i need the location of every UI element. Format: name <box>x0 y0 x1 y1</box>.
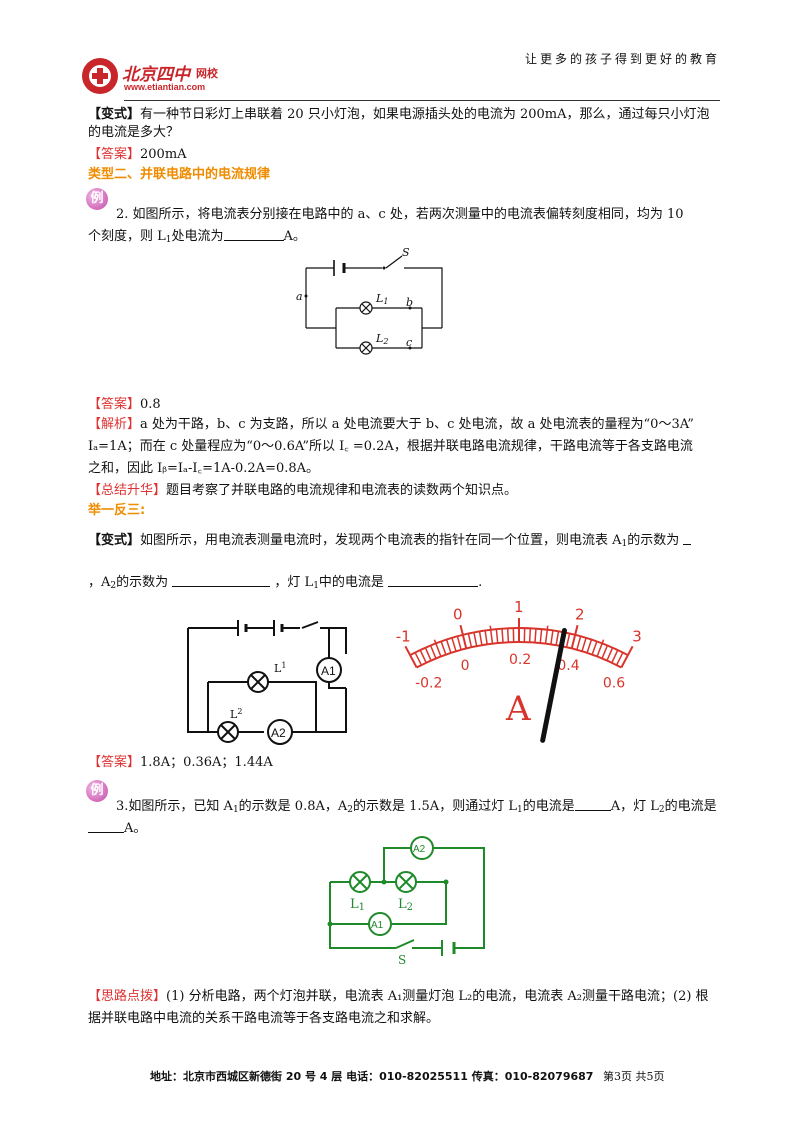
logo-tag: 网校 <box>196 67 218 80</box>
label-a: a <box>296 290 303 303</box>
label-l2: L2 <box>398 897 413 913</box>
dial-tick <box>528 628 532 643</box>
label-b: b <box>406 296 413 309</box>
footer: 地址：北京市西城区新德街 20 号 4 层 电话：010-82025511 传真… <box>150 1068 664 1084</box>
dial-tick <box>414 652 423 666</box>
dial-bottom-label: 0.6 <box>603 675 625 691</box>
practice-title: 举一反三: <box>88 503 146 518</box>
dial-tick <box>601 645 609 659</box>
dial-top-label: 3 <box>632 627 642 645</box>
dial-tick <box>576 636 582 651</box>
label-a2: A2 <box>271 726 286 740</box>
dial-tick <box>544 625 549 644</box>
header: 北京四中 网校 www.etiantian.com 让更多的孩子得到更好的教育 <box>80 44 720 104</box>
section-title: 类型二、并联电路中的电流规律 <box>88 167 271 182</box>
label-c: c <box>406 336 412 349</box>
variant1-question: 【变式】有一种节日彩灯上串联着 20 只小灯泡，如果电源插头处的电流为 200m… <box>88 107 710 122</box>
logo-url: www.etiantian.com <box>124 82 206 92</box>
label-l2: L2 <box>375 332 388 346</box>
logo-text: 北京四中 <box>122 65 190 85</box>
footer-address: 地址：北京市西城区新德街 20 号 4 层 电话：010-82025511 传真… <box>150 1070 594 1083</box>
variant2-answer: 【答案】1.8A；0.36A；1.44A <box>88 755 273 770</box>
dial-bottom-label: 0.2 <box>509 652 531 668</box>
dial-tick <box>484 630 488 645</box>
variant2-line2: ，A2的示数为 ，灯 L1中的电流是 . <box>88 575 483 591</box>
dial-tick <box>581 637 587 652</box>
example-badge-icon: 例 <box>86 780 108 802</box>
dial-tick <box>445 639 452 654</box>
header-slogan: 让更多的孩子得到更好的教育 <box>524 52 720 66</box>
label-a1: A1 <box>371 920 384 931</box>
dial-tick <box>539 629 543 644</box>
logo-icon <box>82 58 118 94</box>
dial-top-label: 2 <box>575 605 585 623</box>
ex3-line1: 3.如图所示，已知 A1的示数是 0.8A，A2的示数是 1.5A，则通过灯 L… <box>116 799 717 815</box>
dial-tick <box>404 645 418 668</box>
dial-tick <box>501 628 504 643</box>
dial-tick <box>591 641 598 655</box>
dial-tick <box>473 632 478 647</box>
dial-bottom-label: -0.2 <box>415 675 442 691</box>
dial-tick <box>596 639 605 657</box>
variant1-question-l2: 的电流是多大？ <box>88 125 180 140</box>
meter-unit: A <box>505 689 531 729</box>
header-rule <box>124 100 720 101</box>
ex3-hint-l2: 据并联电路中电流的关系干路电流等于各支路电流之和求解。 <box>88 1011 440 1026</box>
ex2-answer: 【答案】0.8 <box>88 397 161 412</box>
label-a2: A2 <box>413 844 426 855</box>
label-l1: L1 <box>274 661 286 675</box>
dial-bottom-label: 0 <box>461 658 470 674</box>
label-l1: L1 <box>375 292 388 306</box>
dial-tick <box>506 628 510 643</box>
dial-tick <box>459 624 468 649</box>
ex2-line1: 2. 如图所示，将电流表分别接在电路中的 a、c 处，若两次测量中的电流表偏转刻… <box>116 207 684 222</box>
dial-tick <box>467 633 473 648</box>
dial-tick <box>424 647 432 661</box>
circuit-diagram-3: A2 A1 L1 L2 S <box>327 836 485 967</box>
label-a1: A1 <box>321 664 336 678</box>
circuit-diagram-2: A1 A2 L1 L2 <box>187 620 347 745</box>
ex3-hint: 【思路点拨】(1) 分析电路，两个灯泡并联，电流表 A₁测量灯泡 L₂的电流，电… <box>88 989 709 1004</box>
meter-needle <box>540 627 567 743</box>
ex2-analysis: 【解析】a 处为干路，b、c 为支路，所以 a 处电流要大于 b、c 处电流，故… <box>88 417 694 432</box>
dial-tick <box>451 637 457 652</box>
dial-tick <box>586 639 593 654</box>
ex2-summary: 【总结升华】题目考察了并联电路的电流规律和电流表的读数两个知识点。 <box>88 483 518 498</box>
footer-page: 第3页 共5页 <box>602 1070 665 1083</box>
dial-top-label: -1 <box>396 627 411 645</box>
dial-tick <box>611 649 619 664</box>
dial-tick <box>615 652 624 666</box>
dial-tick <box>606 647 614 661</box>
dial-top-label: 1 <box>514 598 524 616</box>
label-l1: L1 <box>350 897 365 913</box>
circuit-diagram-1: S a b c L1 L2 <box>296 246 443 355</box>
ex2-analysis-l3: 之和，因此 Iᵦ=Iₐ-I꜀=1A-0.2A=0.8A。 <box>88 461 320 476</box>
dial-tick <box>565 633 571 648</box>
label-l2: L2 <box>230 707 242 721</box>
dial-tick <box>620 645 634 668</box>
dial-tick <box>570 624 579 649</box>
ex2-analysis-l2: Iₐ=1A；而在 c 处量程应为“0～0.6A”所以 I꜀ =0.2A，根据并联… <box>88 439 693 454</box>
label-s: S <box>402 246 410 259</box>
dial-tick <box>440 641 447 655</box>
dial-tick <box>478 631 483 646</box>
label-s: S <box>398 953 406 967</box>
variant1-answer: 【答案】200mA <box>88 147 187 162</box>
example-badge-icon: 例 <box>86 188 108 210</box>
dial-bottom-label: 0.4 <box>557 658 579 674</box>
dial-tick <box>550 630 554 645</box>
dial-tick <box>534 628 537 643</box>
variant2-line1: 【变式】如图所示，用电流表测量电流时，发现两个电流表的指针在同一个位置，则电流表… <box>88 532 692 553</box>
dial-tick <box>419 649 427 664</box>
dial-tick <box>456 636 462 651</box>
ex3-line2: A。 <box>88 820 146 838</box>
dial-tick <box>433 639 442 657</box>
dial-top-label: 0 <box>453 605 463 623</box>
dial-tick <box>495 629 499 644</box>
dial-tick <box>489 625 494 644</box>
dial-tick <box>429 645 437 659</box>
ammeter-dial: -1 0 1 2 3 -0.2 0 0.2 0.4 0.6 A <box>396 598 642 743</box>
dial-tick <box>555 631 560 646</box>
